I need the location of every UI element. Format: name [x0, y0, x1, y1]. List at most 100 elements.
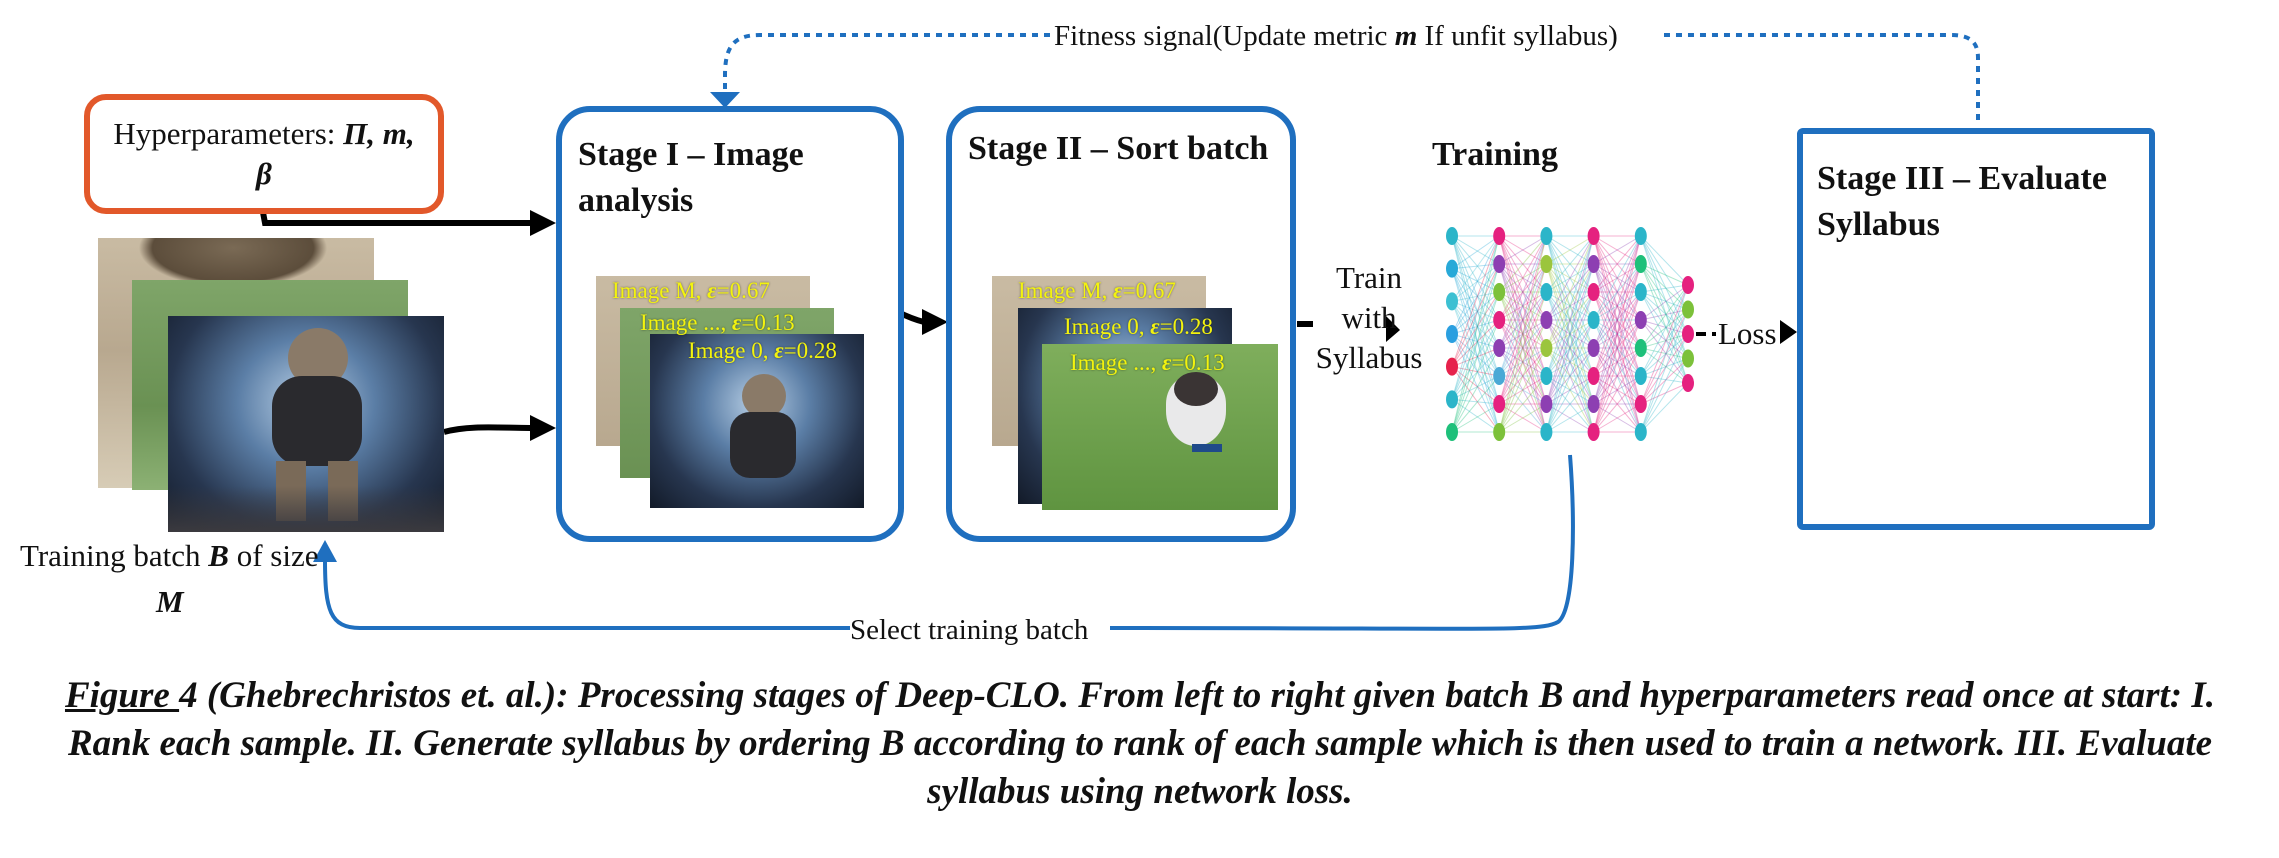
network-edge [1451, 375, 1500, 400]
network-node [1493, 283, 1506, 301]
network-edge [1545, 291, 1595, 377]
network-edge [1498, 347, 1547, 405]
network-edge [1593, 235, 1642, 349]
network-edge [1640, 333, 1689, 405]
network-edge [1640, 333, 1689, 433]
network-edge [1545, 235, 1595, 405]
network-edge [1593, 375, 1642, 433]
network-node [1540, 311, 1553, 329]
network-edge [1640, 309, 1689, 321]
network-edge [1593, 347, 1642, 377]
network-edge [1451, 319, 1500, 368]
network-node [1493, 339, 1506, 357]
network-edge [1593, 235, 1642, 405]
network-edge [1451, 291, 1500, 400]
network-edge [1593, 291, 1642, 349]
network-edge [1545, 235, 1595, 377]
network-edge [1640, 235, 1689, 335]
network-edge [1640, 309, 1689, 405]
network-edge [1498, 235, 1547, 377]
network-edge [1546, 347, 1594, 405]
network-edge [1451, 263, 1500, 270]
network-edge [1498, 235, 1547, 377]
network-edge [1451, 235, 1500, 400]
network-edge [1546, 319, 1594, 349]
network-edge [1451, 301, 1500, 377]
network-edge [1498, 375, 1547, 433]
network-edge [1451, 291, 1500, 433]
network-edge [1593, 235, 1642, 293]
network-edge [1640, 382, 1689, 433]
stage3-title: Stage III – Evaluate Syllabus [1817, 160, 2107, 243]
network-edge [1451, 235, 1500, 270]
network-edge [1546, 403, 1594, 433]
network-edge [1593, 347, 1642, 405]
network-edge [1451, 300, 1500, 321]
network-node [1493, 367, 1506, 385]
network-edge [1545, 319, 1595, 433]
network-edge [1545, 291, 1595, 405]
network-node [1540, 339, 1553, 357]
network-node [1587, 395, 1600, 413]
loss-label: Loss [1718, 316, 1777, 351]
network-edge [1640, 263, 1689, 286]
network-edge [1545, 235, 1595, 349]
network-edge [1546, 235, 1594, 265]
network-edge [1498, 263, 1547, 377]
network-node [1587, 339, 1600, 357]
network-edge [1593, 347, 1642, 405]
network-edge [1451, 235, 1500, 335]
network-edge [1546, 235, 1594, 293]
network-node [1446, 292, 1458, 311]
network-edge [1640, 291, 1689, 310]
network-edge [1546, 347, 1594, 377]
network-edge [1498, 263, 1547, 321]
network-edge [1498, 375, 1547, 405]
network-node [1682, 325, 1694, 343]
network-edge [1498, 263, 1547, 293]
network-edge [1498, 263, 1547, 405]
network-edge [1640, 291, 1689, 335]
network-edge [1545, 235, 1595, 433]
network-edge [1451, 235, 1500, 367]
network-edge [1593, 291, 1642, 377]
network-edge [1546, 291, 1594, 349]
network-edge [1593, 235, 1642, 377]
network-edge [1498, 235, 1547, 293]
training-batch-label: Training batch B of size [20, 538, 319, 573]
batch-to-stage1-arrow [443, 424, 531, 435]
network-edge [1640, 358, 1689, 433]
network-edge [1498, 319, 1547, 433]
network-edge [1545, 263, 1595, 405]
network-edge [1545, 235, 1595, 321]
network-edge [1593, 263, 1642, 405]
network-edge [1640, 309, 1689, 377]
select-loop [323, 454, 1575, 631]
network-edge [1545, 263, 1595, 349]
network-edge [1640, 309, 1689, 349]
network-edge [1498, 291, 1547, 377]
network-edge [1593, 291, 1642, 405]
network-edge [1546, 375, 1594, 433]
network-edge [1640, 263, 1689, 335]
network-edge [1545, 291, 1595, 377]
network-edge [1498, 319, 1547, 405]
network-edge [1593, 319, 1642, 377]
network-node [1446, 423, 1458, 441]
network-node [1634, 283, 1647, 301]
network-edge [1546, 375, 1594, 433]
network-node [1493, 311, 1506, 329]
network-node [1682, 276, 1694, 294]
network-edge [1451, 333, 1500, 377]
network-edge [1498, 319, 1547, 377]
stage1-title: Stage I – Image analysis [578, 136, 804, 219]
network-edge [1593, 263, 1642, 293]
network-edge [1498, 291, 1547, 349]
network-edge [1640, 284, 1689, 377]
network-edge [1593, 291, 1642, 433]
network-edge [1545, 291, 1595, 433]
network-edge [1498, 263, 1547, 433]
network-edge [1640, 284, 1689, 349]
network-edge [1451, 235, 1500, 302]
network-edge [1546, 291, 1594, 321]
